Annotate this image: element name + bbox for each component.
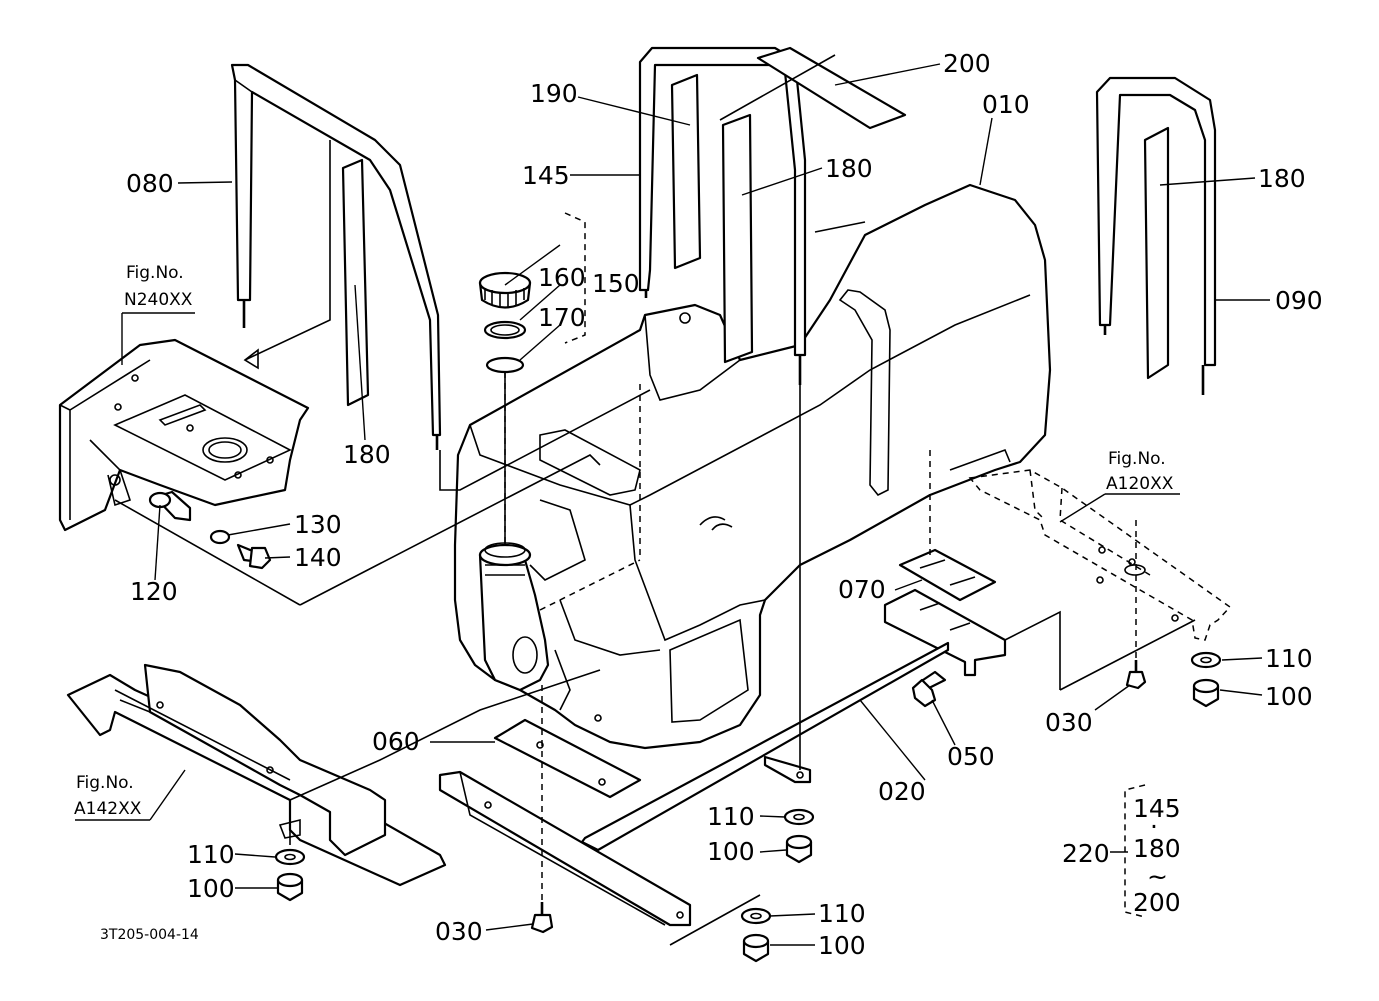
bolt-050	[911, 670, 947, 708]
callout-180-right: 180	[1258, 164, 1306, 193]
fasteners-bottom	[740, 907, 772, 963]
left-frame-ref	[66, 663, 447, 887]
kit-dot: ·	[1150, 812, 1158, 841]
strap-080	[230, 63, 442, 450]
rubber-pad-180-right	[1143, 126, 1170, 380]
callout-180-middle: 180	[825, 154, 873, 183]
fig-caption-a142: Fig.No.	[76, 773, 134, 793]
rubber-pad-180-left	[341, 158, 370, 407]
callout-020: 020	[878, 777, 926, 806]
plate-070	[898, 548, 997, 602]
bracket-070	[883, 588, 1007, 677]
leader-lines	[75, 63, 1270, 946]
callout-100-left: 100	[187, 874, 235, 903]
kit-list: 145 · 180 ~ 200	[1133, 794, 1181, 917]
callout-labels: 010 020 030 030 050 060 070 080 090 100 …	[126, 49, 1323, 960]
callout-110-center: 110	[707, 802, 755, 831]
bolt-030-bottom	[530, 902, 554, 934]
callout-180-left: 180	[343, 440, 391, 469]
kit-item-145: 145	[1133, 794, 1181, 823]
callout-100-right: 100	[1265, 682, 1313, 711]
bolt-030-right	[1125, 660, 1147, 690]
fuel-cap	[478, 271, 532, 545]
callout-220: 220	[1062, 839, 1110, 868]
callout-030-right: 030	[1045, 708, 1093, 737]
callout-190: 190	[530, 79, 578, 108]
callout-030-bottom: 030	[435, 917, 483, 946]
fig-code-a120: A120XX	[1106, 474, 1174, 494]
fasteners-center	[783, 808, 815, 864]
callout-100-bottom: 100	[818, 931, 866, 960]
callout-130: 130	[294, 510, 342, 539]
callout-110-right: 110	[1265, 644, 1313, 673]
bolt-120	[148, 490, 192, 522]
callout-150: 150	[592, 269, 640, 298]
callout-100-center: 100	[707, 837, 755, 866]
fig-code-a142: A142XX	[74, 799, 142, 819]
callout-145: 145	[522, 161, 570, 190]
right-frame-ref	[968, 469, 1232, 641]
callout-010: 010	[982, 90, 1030, 119]
callout-140: 140	[294, 543, 342, 572]
callout-170: 170	[538, 303, 586, 332]
callout-060: 060	[372, 727, 420, 756]
plate-060	[493, 718, 642, 799]
fasteners-right	[1190, 651, 1222, 708]
kit-item-180: 180	[1133, 834, 1181, 863]
kit-bracket-220	[1124, 784, 1146, 918]
kit-item-200: 200	[1133, 888, 1181, 917]
callout-160: 160	[538, 263, 586, 292]
rubber-pad-190	[670, 73, 702, 270]
strap-090	[1095, 76, 1217, 395]
filler-neck	[478, 499, 586, 692]
callout-050: 050	[947, 742, 995, 771]
callout-070: 070	[838, 575, 886, 604]
callout-080: 080	[126, 169, 174, 198]
callout-110-bottom: 110	[818, 899, 866, 928]
kit-tilde: ~	[1147, 862, 1168, 891]
fig-code-n240: N240XX	[124, 290, 193, 310]
rubber-pad-180-middle	[721, 113, 754, 364]
channel-front	[438, 770, 692, 927]
callout-110-left: 110	[187, 840, 235, 869]
callout-090: 090	[1275, 286, 1323, 315]
callout-120: 120	[130, 577, 178, 606]
frame-020	[580, 641, 950, 852]
assembly-lines	[114, 54, 1196, 946]
washer-130	[209, 529, 231, 545]
callout-200: 200	[943, 49, 991, 78]
rubber-pad-200	[756, 46, 907, 130]
drawing-number: 3T205-004-14	[100, 927, 199, 943]
bolt-140	[236, 543, 272, 570]
fasteners-left-lower	[274, 848, 306, 902]
figure-references: Fig.No. N240XX Fig.No. A120XX Fig.No. A1…	[74, 263, 1174, 819]
fig-caption-n240: Fig.No.	[126, 263, 184, 283]
fig-caption-a120: Fig.No.	[1108, 449, 1166, 469]
left-bracket	[58, 338, 310, 532]
